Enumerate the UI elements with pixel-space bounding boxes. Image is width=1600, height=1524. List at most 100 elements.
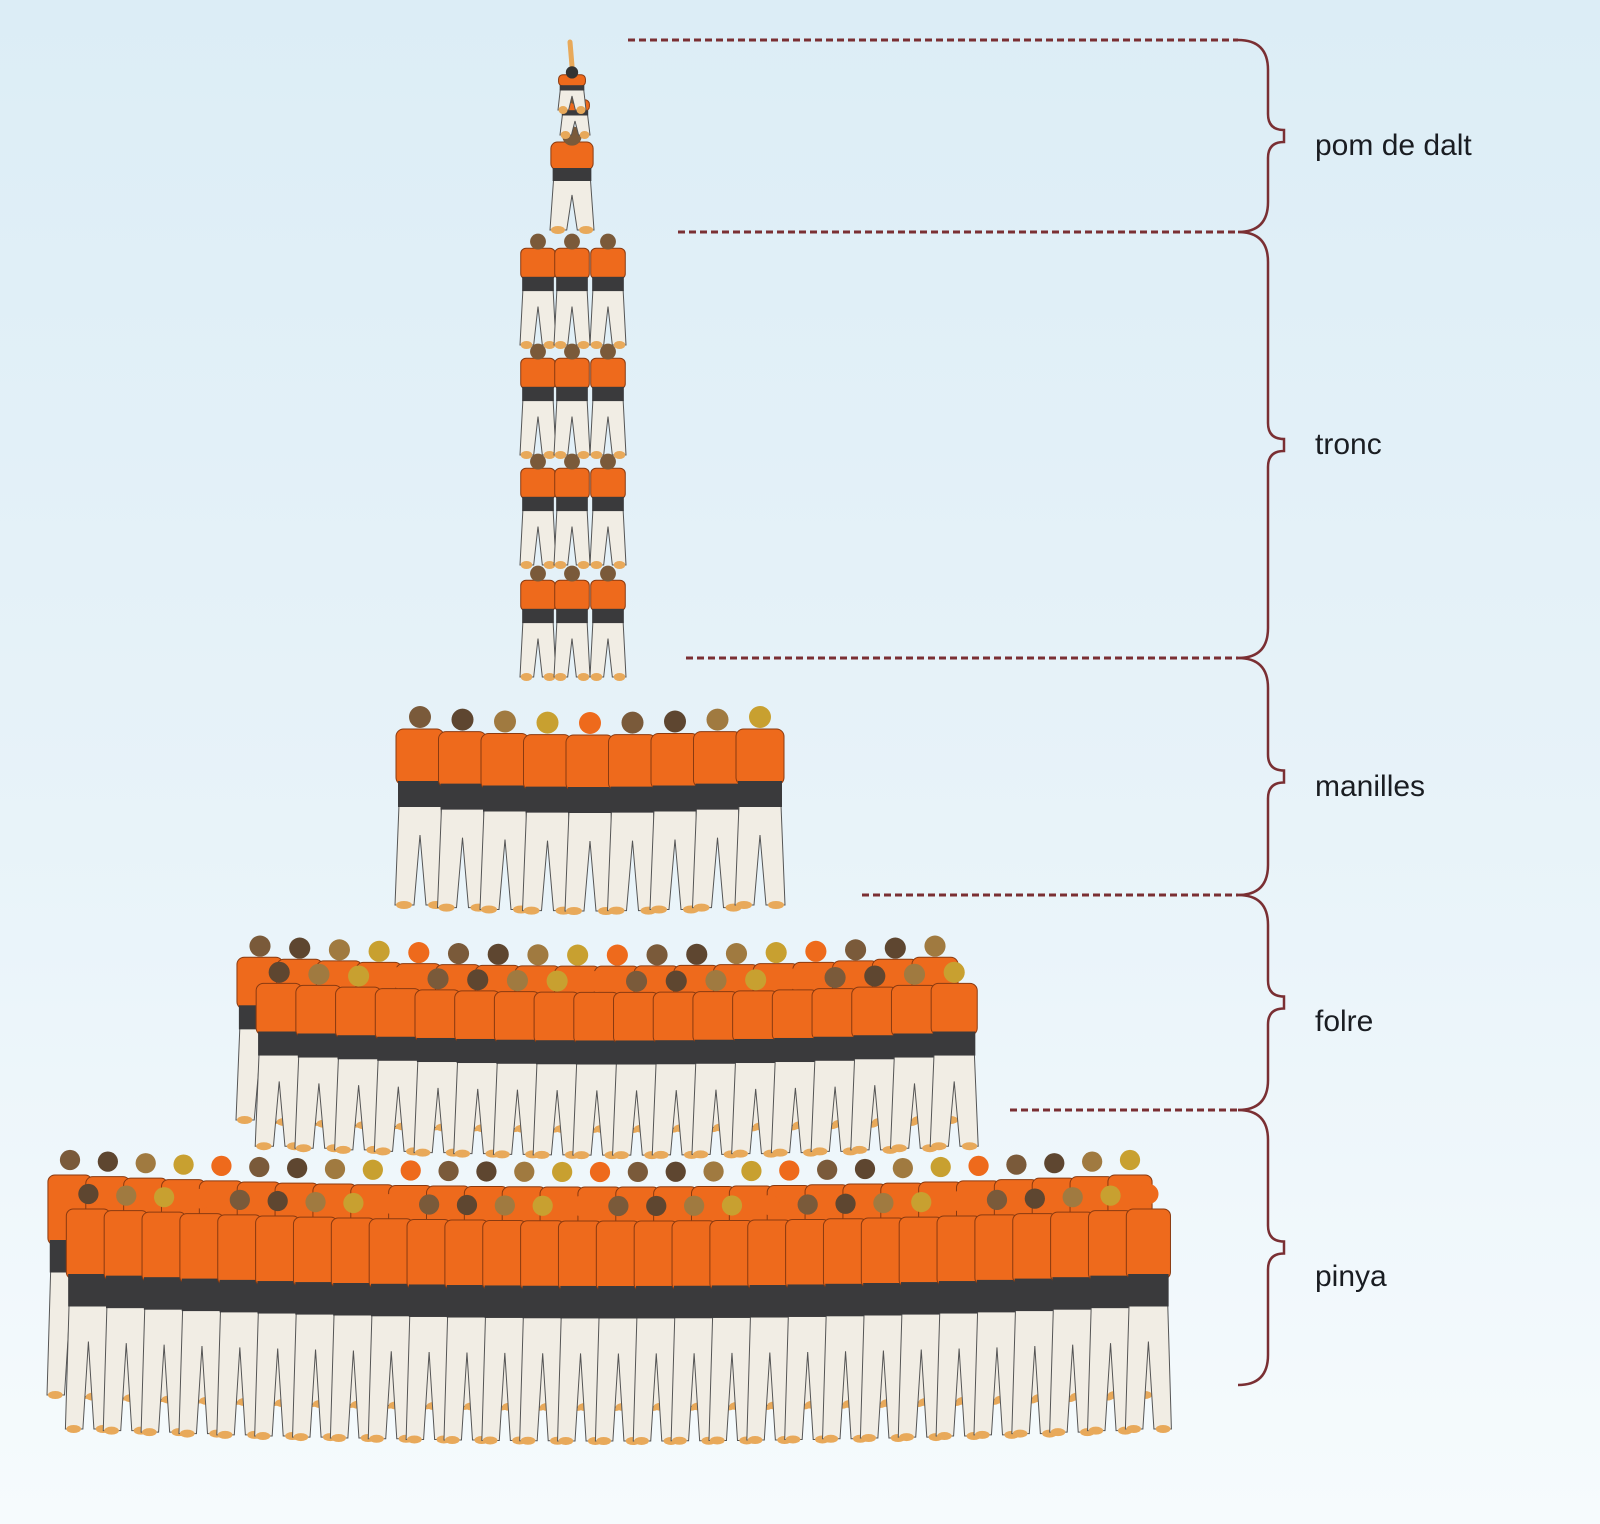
foot [785,1435,801,1444]
head [546,970,568,992]
trousers [436,807,489,909]
shirt [520,247,556,280]
casteller-figure [731,969,781,1158]
foot [736,901,752,909]
casteller-figure [443,1194,491,1445]
head [784,968,806,990]
casteller-figure [294,963,344,1153]
foot [613,341,626,349]
head [153,1187,175,1208]
trousers [589,289,627,346]
curly-bracket [1237,230,1286,660]
head [418,1194,440,1215]
foot [1050,1428,1066,1437]
foot [534,1150,550,1159]
foot [236,1116,253,1124]
head [456,1194,478,1216]
head [797,1194,818,1215]
sash [615,1040,658,1065]
sash [559,85,585,91]
head [564,453,580,470]
head [1100,1185,1121,1206]
foot [550,226,565,234]
casteller-figure [589,343,627,459]
shirt [590,579,626,612]
trousers [553,509,591,566]
casteller-figure [1011,1188,1059,1438]
sash [694,1039,738,1064]
shirt [554,357,590,390]
head [552,1161,573,1183]
sash [673,1285,715,1319]
head [494,710,516,733]
head [627,1161,648,1183]
foot [692,1150,709,1159]
foot [494,1150,510,1159]
head [289,937,311,959]
head [268,961,290,983]
shirt [554,467,590,500]
head [305,1191,326,1213]
foot [891,1144,907,1153]
head [606,944,628,966]
foot [772,1148,788,1157]
trousers [519,621,557,678]
foot [454,1149,471,1158]
casteller-figure [589,233,627,349]
sash [556,496,588,512]
human-tower [46,39,1172,1445]
foot [444,1436,460,1445]
foot [608,906,625,915]
foot [1155,1425,1171,1433]
sash [655,1040,698,1065]
foot [577,341,590,349]
foot [613,1151,629,1160]
shirt [590,467,626,500]
head [884,937,906,959]
foot [1012,1429,1028,1438]
casteller-figure [405,1194,453,1444]
head [864,965,886,987]
sash [636,1285,677,1319]
head [686,943,708,965]
foot [554,451,567,459]
sash [598,1286,639,1319]
head [287,1157,308,1179]
head [368,940,390,962]
shirt [890,984,939,1038]
trousers [553,399,591,456]
head [78,1183,99,1205]
casteller-figure [553,453,591,569]
sash [933,1031,976,1056]
sash [592,386,624,402]
head [427,968,449,990]
foot [812,1147,828,1156]
casteller-figure [889,963,940,1153]
sash [813,1036,857,1061]
trousers [589,399,627,456]
trousers [553,289,591,346]
casteller-figure [589,453,627,569]
trousers [649,809,701,910]
head [911,1191,932,1213]
head [683,1195,705,1216]
casteller-figure [413,968,463,1157]
foot [142,1428,157,1437]
foot [573,1151,590,1160]
head [873,1192,894,1214]
casteller-figure [519,1195,567,1445]
foot [579,131,590,139]
casteller-figure [649,710,701,914]
casteller-figure [746,1194,794,1445]
casteller-figure [216,1189,264,1439]
casteller-figure [572,970,622,1160]
foot [558,106,568,114]
curly-bracket [1237,893,1286,1112]
casteller-figure [822,1193,870,1443]
sash [522,496,554,512]
trousers [589,509,627,566]
casteller-figure [770,968,820,1157]
head [646,1195,667,1217]
head [451,708,474,731]
casteller-figure [553,565,591,681]
